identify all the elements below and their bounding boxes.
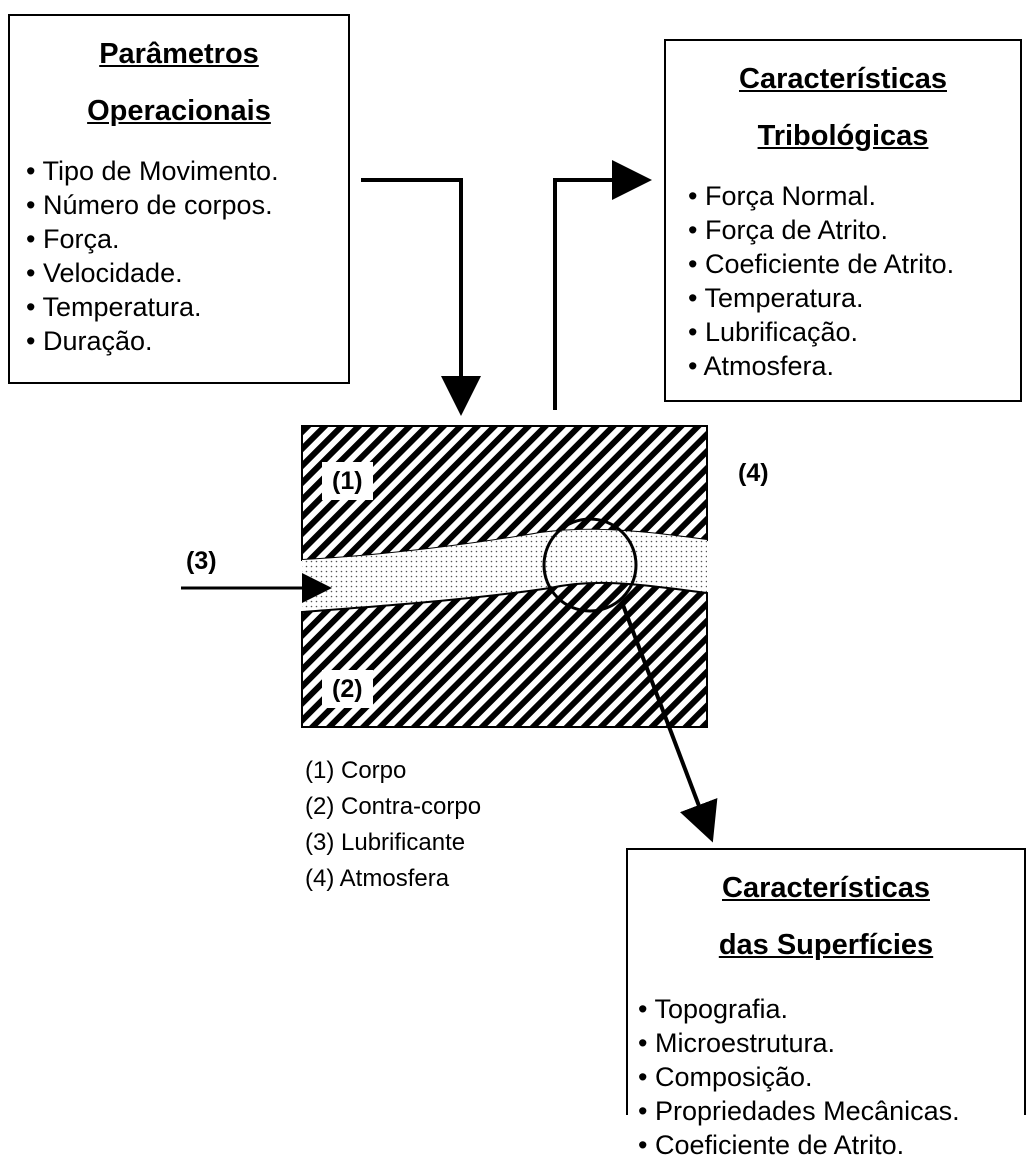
operational-item: Tipo de Movimento. xyxy=(26,154,348,188)
tribological-item: Atmosfera. xyxy=(688,349,1020,383)
tribological-title-line2: Tribológicas xyxy=(757,120,929,152)
tribological-list: Força Normal. Força de Atrito. Coeficien… xyxy=(666,179,1020,383)
tribological-characteristics-box: Características Tribológicas Força Norma… xyxy=(664,39,1022,402)
surfaces-title-line2: das Superfícies xyxy=(718,929,934,961)
legend-item: (3) Lubrificante xyxy=(305,829,466,856)
operational-item: Velocidade. xyxy=(26,256,348,290)
tribological-item: Coeficiente de Atrito. xyxy=(688,247,1020,281)
operational-item: Duração. xyxy=(26,324,348,358)
magnifier-circle xyxy=(542,517,638,613)
operational-title-line1: Parâmetros xyxy=(99,38,259,70)
counterbody-label: (2) xyxy=(322,670,373,708)
atmosphere-label: (4) xyxy=(738,459,769,487)
lubricant-label: (3) xyxy=(186,547,217,575)
surfaces-item: Coeficiente de Atrito. xyxy=(638,1128,1024,1162)
operational-item: Temperatura. xyxy=(26,290,348,324)
operational-parameters-box: Parâmetros Operacionais Tipo de Moviment… xyxy=(8,14,350,384)
surfaces-item: Propriedades Mecânicas. xyxy=(638,1094,1024,1128)
legend-item: (4) Atmosfera xyxy=(305,865,450,892)
tribological-item: Força de Atrito. xyxy=(688,213,1020,247)
legend-item: (2) Contra-corpo xyxy=(305,793,482,820)
surface-characteristics-box: Características das Superfícies Topograf… xyxy=(626,848,1026,1160)
tribological-item: Força Normal. xyxy=(688,179,1020,213)
surfaces-list: Topografia. Microestrutura. Composição. … xyxy=(628,992,1024,1162)
tribosystem-diagram xyxy=(181,160,718,843)
body-label: (1) xyxy=(322,462,373,500)
legend: (1) Corpo (2) Contra-corpo (3) Lubrifica… xyxy=(305,753,481,897)
output-arrow xyxy=(553,160,652,410)
surfaces-item: Microestrutura. xyxy=(638,1026,1024,1060)
legend-item: (1) Corpo xyxy=(305,757,407,784)
surface-arrow xyxy=(621,604,718,843)
input-arrow xyxy=(361,178,481,416)
surfaces-item: Topografia. xyxy=(638,992,1024,1026)
operational-item: Força. xyxy=(26,222,348,256)
surfaces-item: Composição. xyxy=(638,1060,1024,1094)
tribological-item: Lubrificação. xyxy=(688,315,1020,349)
operational-list: Tipo de Movimento. Número de corpos. For… xyxy=(10,154,348,358)
operational-title-line2: Operacionais xyxy=(87,95,271,127)
tribological-title-line1: Características xyxy=(739,63,947,95)
surfaces-title-line1: Características xyxy=(722,872,930,904)
operational-item: Número de corpos. xyxy=(26,188,348,222)
tribological-item: Temperatura. xyxy=(688,281,1020,315)
lubricant-layer xyxy=(302,529,707,612)
